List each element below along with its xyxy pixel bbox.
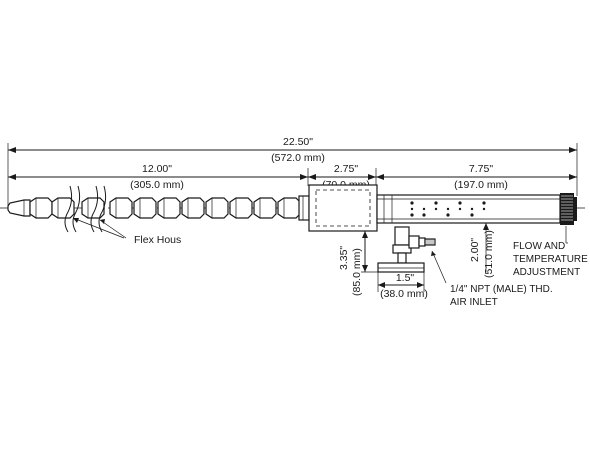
hose-segment: [229, 197, 253, 219]
diameter-metric: (51.0 mm): [483, 230, 495, 278]
vent-hole: [446, 207, 450, 211]
air-inlet-fitting: [377, 226, 436, 273]
vent-hole: [458, 207, 462, 211]
hose-metric: (305.0 mm): [130, 179, 184, 191]
hose-segment: [157, 197, 181, 219]
break-marks: [64, 185, 107, 233]
vent-hole: [410, 213, 414, 217]
height-imperial: 3.35": [338, 246, 350, 270]
overall-metric: (572.0 mm): [271, 152, 325, 164]
vent-hole: [434, 207, 438, 211]
vent-hole: [446, 213, 450, 217]
hose-segment: [181, 197, 205, 219]
vent-hole: [434, 201, 438, 205]
height-metric: (85.0 mm): [351, 248, 363, 296]
tube-metric: (197.0 mm): [454, 179, 508, 191]
vent-hole: [482, 201, 486, 205]
vent-hole: [422, 213, 426, 217]
chamber-imperial: 2.75": [334, 163, 358, 175]
overall-imperial: 22.50": [283, 136, 313, 148]
base-imperial: 1.5": [396, 272, 415, 284]
hose-segment: [81, 197, 105, 219]
flow-label-line1: FLOW AND: [513, 241, 565, 252]
nozzle-tip: [7, 199, 31, 217]
vent-hole: [470, 213, 474, 217]
flow-label-line2: TEMPERATURE: [513, 254, 588, 265]
vent-hole: [410, 201, 414, 205]
adjustment-knob: [560, 193, 577, 225]
hose-segment: [109, 197, 133, 219]
base-metric: (38.0 mm): [380, 288, 428, 300]
flow-adjustment-callout: FLOW AND TEMPERATURE ADJUSTMENT: [513, 226, 588, 278]
air-inlet-callout: 1/4" NPT (MALE) THD. AIR INLET: [431, 250, 553, 308]
hose-segment: [133, 197, 157, 219]
hose-connector: [298, 195, 310, 221]
overall-dimension: 22.50" (572.0 mm): [7, 136, 578, 206]
flow-label-line3: ADJUSTMENT: [513, 267, 580, 278]
hose-segment: [51, 197, 75, 219]
vent-hole: [422, 207, 426, 211]
flex-hose-callout: Flex Hous: [72, 217, 181, 246]
hose-segment: [29, 197, 53, 219]
main-tube: [376, 194, 561, 224]
tube-vent-holes: [410, 201, 486, 217]
hose-dimension: 12.00" (305.0 mm): [8, 163, 309, 191]
diameter-imperial: 2.00": [469, 238, 481, 262]
vent-hole: [482, 207, 486, 211]
base-dimension: 1.5" (38.0 mm): [377, 272, 428, 300]
vortex-chamber: [308, 184, 378, 232]
vent-hole: [458, 201, 462, 205]
height-dimension: 3.35" (85.0 mm): [338, 230, 378, 296]
hose-segment: [205, 197, 229, 219]
tube-imperial: 7.75": [469, 163, 493, 175]
flex-hose-label: Flex Hous: [134, 234, 181, 246]
diameter-dimension: 2.00" (51.0 mm): [469, 222, 495, 278]
inlet-label-line1: 1/4" NPT (MALE) THD.: [450, 284, 553, 295]
hose-segment: [253, 197, 277, 219]
flex-hose: [29, 197, 301, 219]
hose-imperial: 12.00": [142, 163, 172, 175]
vent-hole: [470, 207, 474, 211]
inlet-label-line2: AIR INLET: [450, 297, 498, 308]
hose-segment: [277, 197, 301, 219]
tube-dimension: 7.75" (197.0 mm): [376, 163, 577, 191]
vent-hole: [410, 207, 414, 211]
